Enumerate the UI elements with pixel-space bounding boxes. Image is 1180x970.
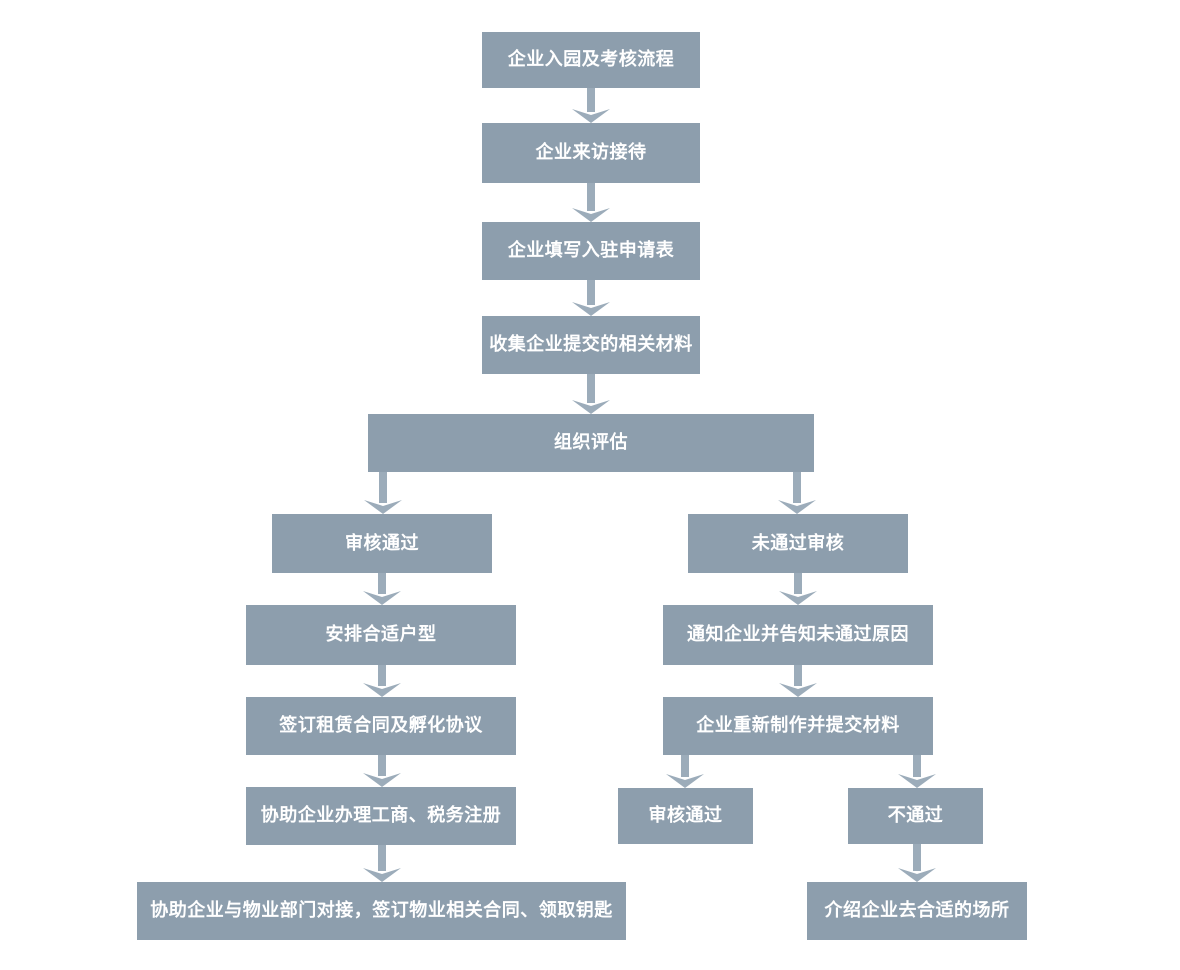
flow-node-evaluation: 组织评估 (368, 414, 814, 472)
arrow-down-icon (779, 665, 817, 697)
flow-node-notify-reason: 通知企业并告知未通过原因 (663, 605, 933, 665)
arrow-down-icon (898, 844, 936, 882)
flow-node-refer-elsewhere: 介绍企业去合适的场所 (807, 882, 1027, 940)
arrow-down-icon (363, 845, 401, 882)
arrow-down-icon (363, 573, 401, 605)
arrow-down-icon (572, 280, 610, 316)
arrow-down-icon (898, 755, 936, 788)
arrow-down-icon (572, 183, 610, 222)
flow-node-arrange-unit: 安排合适户型 (246, 605, 516, 665)
flow-node-recheck-failed: 不通过 (848, 788, 983, 844)
arrow-down-icon (572, 88, 610, 123)
flow-node-sign-contract: 签订租赁合同及孵化协议 (246, 697, 516, 755)
arrow-down-icon (778, 472, 816, 514)
flow-node-recheck-approved: 审核通过 (618, 788, 753, 844)
flow-node-assist-registration: 协助企业办理工商、税务注册 (246, 787, 516, 845)
arrow-down-icon (363, 665, 401, 697)
flow-node-collect: 收集企业提交的相关材料 (482, 316, 700, 374)
flow-node-property-handover: 协助企业与物业部门对接，签订物业相关合同、领取钥匙 (137, 882, 626, 940)
flow-node-approved: 审核通过 (272, 514, 492, 573)
flow-node-form: 企业填写入驻申请表 (482, 222, 700, 280)
flow-node-not-approved: 未通过审核 (688, 514, 908, 573)
arrow-down-icon (666, 755, 704, 788)
flow-node-visit: 企业来访接待 (482, 123, 700, 183)
arrow-down-icon (364, 472, 402, 514)
arrow-down-icon (779, 573, 817, 605)
flow-node-resubmit: 企业重新制作并提交材料 (663, 697, 933, 755)
arrow-down-icon (572, 374, 610, 414)
flow-node-start: 企业入园及考核流程 (482, 32, 700, 88)
arrow-down-icon (363, 755, 401, 787)
